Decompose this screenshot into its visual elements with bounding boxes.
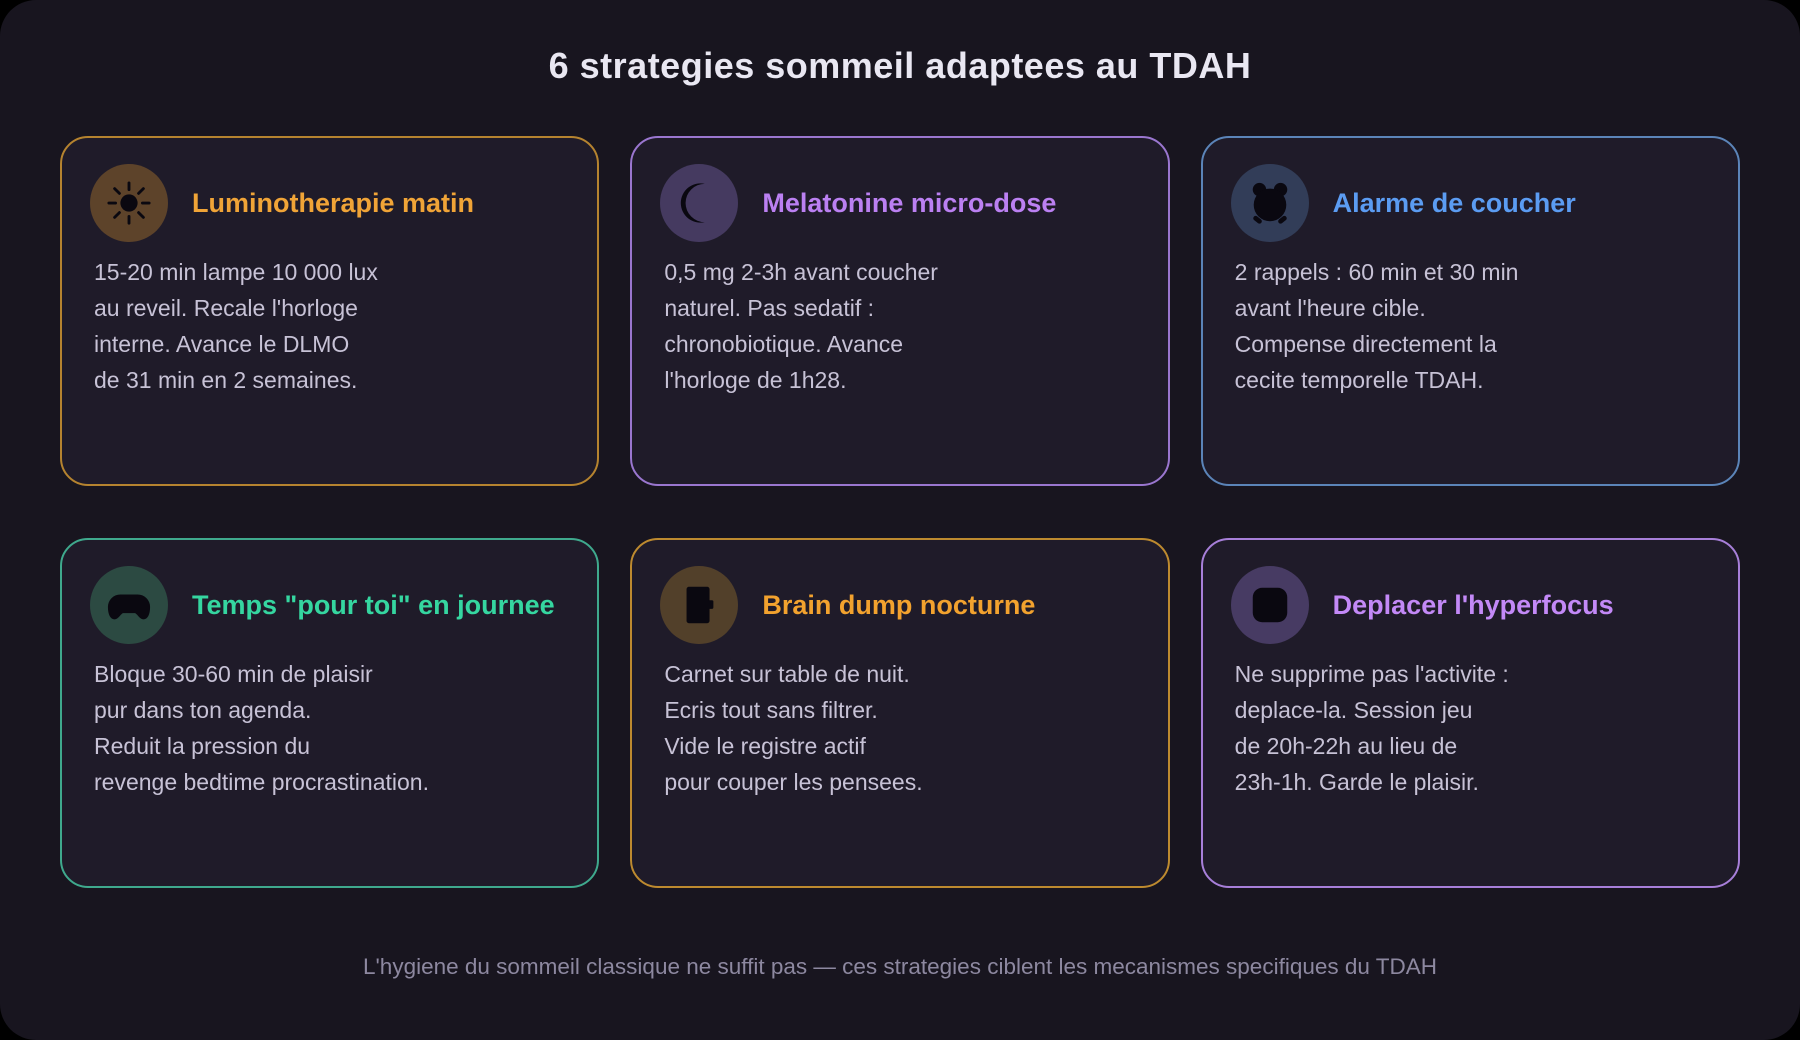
card-header: Luminotherapie matin: [90, 164, 569, 242]
sun-icon: [90, 164, 168, 242]
card-brain-dump-nocturne: Brain dump nocturne Carnet sur table de …: [630, 538, 1170, 888]
card-body: 15-20 min lampe 10 000 lux au reveil. Re…: [94, 259, 378, 393]
card-title: Deplacer l'hyperfocus: [1332, 589, 1614, 620]
rounded-square-icon: [1230, 566, 1309, 644]
alarm-clock-icon: [1230, 164, 1309, 242]
gamepad-icon: [90, 566, 168, 644]
card-header: Alarme de coucher: [1230, 164, 1710, 242]
notebook-icon: [660, 566, 739, 644]
card-body: 0,5 mg 2-3h avant coucher naturel. Pas s…: [664, 259, 938, 393]
card-melatonine-micro-dose: Melatonine micro-dose 0,5 mg 2-3h avant …: [630, 136, 1170, 486]
crescent-moon-icon: [660, 164, 739, 242]
page-title: 6 strategies sommeil adaptees au TDAH: [548, 45, 1252, 86]
card-header: Melatonine micro-dose: [660, 164, 1139, 242]
card-body: Bloque 30-60 min de plaisir pur dans ton…: [94, 661, 429, 795]
card-header: Temps "pour toi" en journee: [90, 566, 569, 644]
card-body: 2 rappels : 60 min et 30 min avant l'heu…: [1234, 259, 1519, 393]
card-header: Brain dump nocturne: [660, 566, 1139, 644]
card-body: Carnet sur table de nuit. Ecris tout san…: [664, 661, 923, 795]
card-header: Deplacer l'hyperfocus: [1230, 566, 1710, 644]
strategy-card-grid: Luminotherapie matin 15-20 min lampe 10 …: [60, 136, 1740, 888]
card-temps-pour-toi: Temps "pour toi" en journee Bloque 30-60…: [60, 538, 600, 888]
card-body: Ne supprime pas l'activite : deplace-la.…: [1234, 661, 1509, 795]
card-title: Luminotherapie matin: [192, 187, 475, 218]
card-deplacer-hyperfocus: Deplacer l'hyperfocus Ne supprime pas l'…: [1200, 538, 1740, 888]
card-title: Alarme de coucher: [1332, 187, 1576, 218]
card-alarme-de-coucher: Alarme de coucher 2 rappels : 60 min et …: [1200, 136, 1740, 486]
card-title: Brain dump nocturne: [762, 589, 1036, 620]
card-title: Melatonine micro-dose: [762, 187, 1057, 218]
card-title: Temps "pour toi" en journee: [192, 589, 555, 620]
page-footer-note: L'hygiene du sommeil classique ne suffit…: [363, 954, 1437, 979]
card-luminotherapie-matin: Luminotherapie matin 15-20 min lampe 10 …: [60, 136, 600, 486]
